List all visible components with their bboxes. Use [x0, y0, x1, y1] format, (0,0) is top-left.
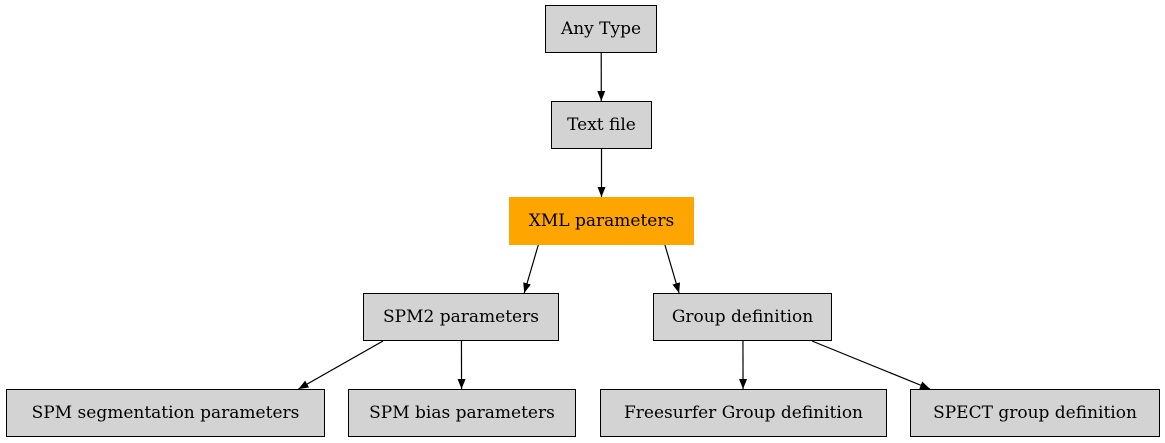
- node-any-type[interactable]: Any Type: [545, 5, 657, 53]
- node-group-definition[interactable]: Group definition: [653, 293, 832, 341]
- edge-xml_parameters-to-group_definition: [664, 244, 681, 294]
- edge-group_definition-to-spect_group_definition: [811, 340, 931, 390]
- node-spm-segmentation-parameters[interactable]: SPM segmentation parameters: [6, 389, 325, 437]
- node-spect-group-definition[interactable]: SPECT group definition: [910, 389, 1160, 437]
- edge-xml_parameters-to-spm2_parameters: [523, 244, 539, 294]
- node-xml-parameters[interactable]: XML parameters: [509, 197, 694, 245]
- node-freesurfer-group-definition[interactable]: Freesurfer Group definition: [600, 389, 887, 437]
- node-text-file[interactable]: Text file: [551, 101, 652, 149]
- edge-spm2_parameters-to-spm_segmentation_parameters: [298, 340, 384, 390]
- node-spm2-parameters[interactable]: SPM2 parameters: [363, 293, 559, 341]
- node-spm-bias-parameters[interactable]: SPM bias parameters: [348, 389, 576, 437]
